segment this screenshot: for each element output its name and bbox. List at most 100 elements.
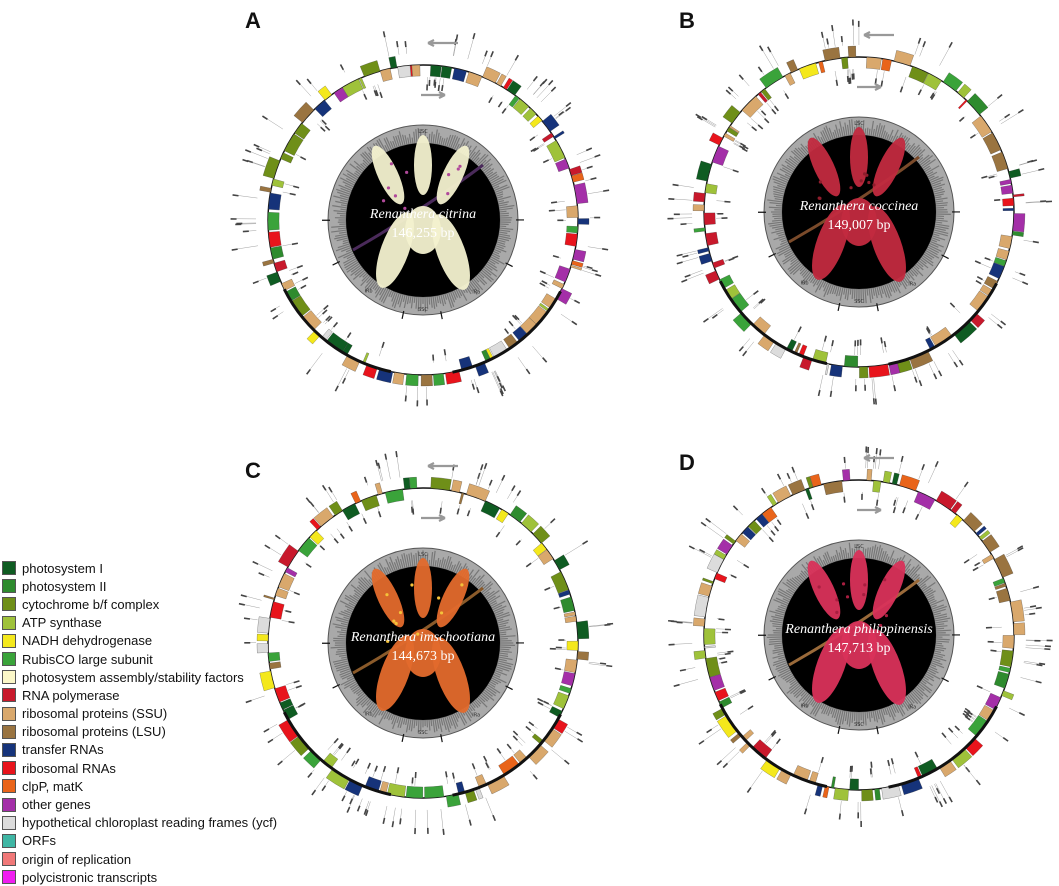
gene-label-glyph (243, 230, 249, 232)
gene-label-glyph (242, 159, 248, 162)
gene-block (694, 595, 708, 617)
gene-block (694, 650, 706, 659)
gene-label-glyph (256, 148, 262, 152)
petal-spot (818, 585, 821, 588)
panel-letter: B (679, 8, 695, 33)
gene-label-glyph (543, 159, 549, 163)
gene-label-glyph (427, 828, 429, 834)
gene-label-glyph (748, 705, 754, 710)
gene-label-glyph (761, 488, 766, 494)
gene-label-glyph (893, 385, 896, 391)
gene-label-glyph (668, 198, 674, 200)
gene-block (564, 659, 577, 673)
gene-block (894, 50, 914, 65)
gene-label-glyph (989, 597, 995, 600)
gene-block (713, 259, 725, 268)
gene-block (1002, 198, 1013, 206)
gene-label-tick (1026, 645, 1048, 646)
gene-block (403, 478, 410, 490)
gene-label-glyph (777, 519, 782, 525)
gene-label-glyph (469, 820, 472, 826)
gene-label-tick (1022, 170, 1042, 175)
gene-block (702, 578, 713, 584)
gene-label-tick (872, 378, 874, 401)
region-label-irb: IRb (800, 703, 808, 709)
gene-label-glyph (574, 300, 580, 304)
gene-block (742, 96, 763, 117)
gene-label-glyph (701, 522, 707, 527)
gene-label-glyph (977, 685, 983, 689)
gene-label-glyph (721, 661, 727, 664)
legend-label: ATP synthase (22, 615, 102, 630)
gene-block (262, 259, 274, 266)
legend-swatch (2, 779, 16, 793)
gene-label-glyph (721, 217, 727, 219)
direction-arrow-outer (864, 32, 894, 38)
gene-block (433, 374, 444, 386)
gene-label-glyph (676, 254, 682, 257)
legend-swatch (2, 634, 16, 648)
gene-block (1002, 635, 1014, 648)
gene-label-glyph (555, 667, 561, 670)
gene-block (1001, 185, 1013, 194)
gene-block (706, 657, 721, 677)
gene-label-glyph (322, 485, 327, 491)
gene-label-glyph (1019, 273, 1025, 277)
gc-bar (854, 289, 855, 299)
gene-block (566, 226, 577, 233)
gene-label-glyph (516, 540, 521, 545)
gene-block (705, 271, 719, 284)
gene-label-glyph (891, 758, 894, 764)
direction-arrow-inner (857, 507, 881, 513)
gene-block (555, 266, 570, 282)
gene-label-glyph (379, 92, 382, 98)
gene-label-glyph (681, 279, 687, 283)
petal-spot (387, 186, 390, 189)
gene-label-glyph (1004, 114, 1010, 119)
legend-item: ribosomal proteins (LSU) (2, 723, 302, 741)
gene-label-glyph (529, 136, 535, 141)
gene-label-glyph (902, 507, 906, 513)
gene-block (573, 249, 586, 262)
legend-swatch (2, 616, 16, 630)
gene-block (554, 555, 569, 570)
region-label-lsc: LSC (854, 121, 864, 127)
gene-label-glyph (976, 280, 982, 284)
gene-label-glyph (604, 624, 610, 626)
petal-spot (872, 183, 875, 186)
legend-item: cytochrome b/f complex (2, 595, 302, 613)
gene-block (881, 59, 892, 71)
gene-label-glyph (867, 447, 869, 453)
gene-block (715, 573, 727, 583)
gene-block (773, 486, 791, 503)
gene-label-glyph (363, 518, 367, 524)
legend-label: photosystem II (22, 579, 107, 594)
gene-label-tick (706, 308, 723, 320)
gene-label-glyph (457, 508, 460, 514)
gene-label-glyph (342, 378, 346, 384)
gene-block (1002, 691, 1014, 700)
gene-label-glyph (855, 385, 857, 391)
gene-block (553, 692, 568, 709)
gc-bar (500, 211, 507, 212)
gene-block (710, 674, 725, 690)
petal-spot (842, 582, 845, 585)
legend-label: cytochrome b/f complex (22, 597, 159, 612)
gene-label-glyph (1029, 613, 1035, 615)
gene-label-glyph (712, 314, 718, 319)
gc-bar (848, 553, 849, 559)
gene-label-glyph (290, 193, 296, 196)
gene-block (875, 789, 881, 800)
gene-label-glyph (761, 110, 766, 115)
gene-block (999, 235, 1012, 249)
legend-label: RNA polymerase (22, 688, 120, 703)
gene-label-glyph (1030, 605, 1036, 608)
gene-label-glyph (550, 518, 555, 523)
gene-label-glyph (767, 46, 771, 52)
gene-block (705, 184, 717, 194)
legend-swatch (2, 597, 16, 611)
gene-block (412, 65, 420, 76)
gene-label-glyph (498, 102, 503, 108)
